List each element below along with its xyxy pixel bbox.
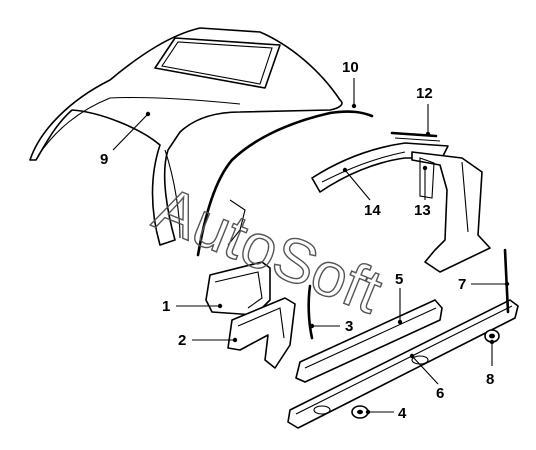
roof-panel [29, 27, 343, 246]
leader-dots [145, 103, 510, 415]
callout-3: 3 [345, 318, 353, 335]
callout-12: 12 [416, 85, 433, 102]
callout-6: 6 [436, 385, 444, 402]
door-seal-vertical [307, 284, 314, 340]
roof-side-rail [311, 142, 449, 193]
callout-5: 5 [395, 271, 403, 288]
callout-1: 1 [162, 298, 170, 315]
pillar-seal [503, 248, 510, 314]
plug-grommet-4 [351, 405, 369, 419]
callout-8: 8 [486, 371, 494, 388]
leader-lines [112, 78, 507, 413]
callout-2: 2 [178, 332, 186, 349]
b-pillar [411, 151, 491, 273]
front-reinforcement-upper [205, 261, 271, 316]
rocker-panel [287, 299, 519, 429]
callout-7: 7 [458, 276, 466, 293]
callout-4: 4 [398, 405, 407, 422]
front-reinforcement-lower [227, 297, 296, 369]
watermark-text: AutoSoft [145, 174, 391, 327]
callout-13: 13 [414, 202, 431, 219]
seal-strip [390, 131, 441, 142]
callout-9: 9 [100, 151, 108, 168]
sill-panel [295, 299, 443, 383]
roof-seal [196, 110, 374, 257]
callout-14: 14 [364, 202, 381, 219]
callout-10: 10 [342, 59, 359, 76]
